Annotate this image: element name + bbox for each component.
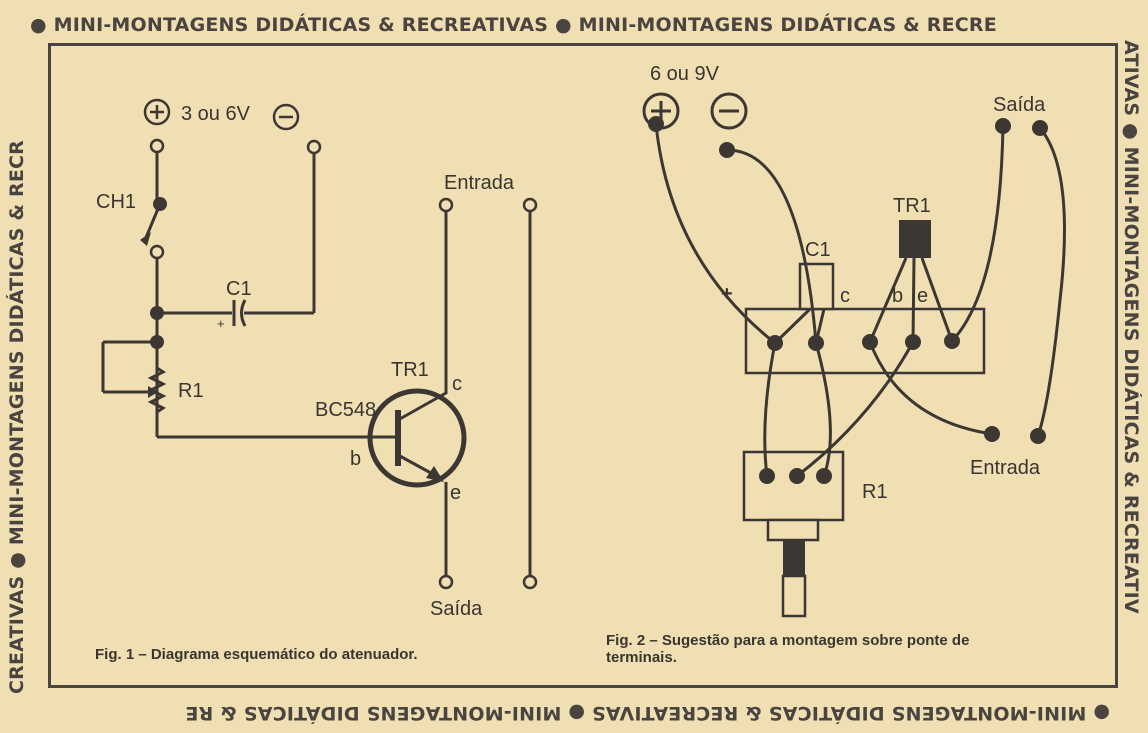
fig1-plus-terminal-icon (143, 98, 171, 126)
fig1-pin-c: c (452, 373, 462, 395)
fig1-cap-plus: + (217, 316, 225, 331)
fig1-resistor-label: R1 (178, 380, 204, 402)
fig2-pin-b: b (892, 285, 903, 307)
fig1-switch-blade (143, 203, 162, 241)
fig1-pin-b: b (350, 448, 361, 470)
fig2-output-label: Saída (993, 94, 1046, 116)
fig1-voltage-label: 3 ou 6V (181, 103, 251, 125)
fig1-transistor-model: BC548 (315, 399, 376, 421)
fig2-voltage-label: 6 ou 9V (650, 63, 720, 85)
fig1-transistor-icon (367, 388, 467, 488)
fig2-input-label: Entrada (970, 457, 1041, 479)
fig2-capacitor-icon (798, 262, 835, 311)
fig2-plus-terminal-icon (642, 92, 680, 130)
fig2-transistor-label: TR1 (893, 195, 931, 217)
fig1-caption: Fig. 1 – Diagrama esquemático do atenuad… (95, 646, 418, 663)
fig2-caption-line1: Fig. 2 – Sugestão para a montagem sobre … (606, 632, 969, 649)
fig1-output-label: Saída (430, 598, 483, 620)
fig2-layout: 6 ou 9V C1 + TR1 c b e R1 (606, 63, 1066, 666)
fig2-pin-e: e (917, 285, 928, 307)
fig2-minus-terminal-icon (710, 92, 748, 130)
fig2-cap-label: C1 (805, 239, 831, 261)
fig1-transistor-label: TR1 (391, 359, 429, 381)
fig1-schematic: 3 ou 6V CH1 C1 + (95, 98, 538, 663)
fig1-input-label: Entrada (444, 172, 515, 194)
fig1-cap-label: C1 (226, 278, 252, 300)
fig2-transistor-icon (899, 220, 931, 258)
fig1-capacitor-icon (232, 299, 247, 327)
fig1-resistor-icon (147, 366, 167, 414)
fig2-pin-c: c (840, 285, 850, 307)
fig1-minus-terminal-icon (272, 103, 300, 131)
band-top-text: ● MINI-MONTAGENS DIDÁTICAS & RECREATIVAS… (30, 14, 997, 36)
fig2-terminal-strip (744, 307, 986, 375)
fig1-switch-label: CH1 (96, 191, 136, 213)
fig2-cap-plus: + (721, 283, 733, 305)
fig2-resistor-label: R1 (862, 481, 888, 503)
figure-frame (48, 43, 1118, 688)
fig1-terminal (149, 138, 165, 154)
fig1-pin-e: e (450, 482, 461, 504)
fig2-caption-line2: terminais. (606, 649, 677, 666)
